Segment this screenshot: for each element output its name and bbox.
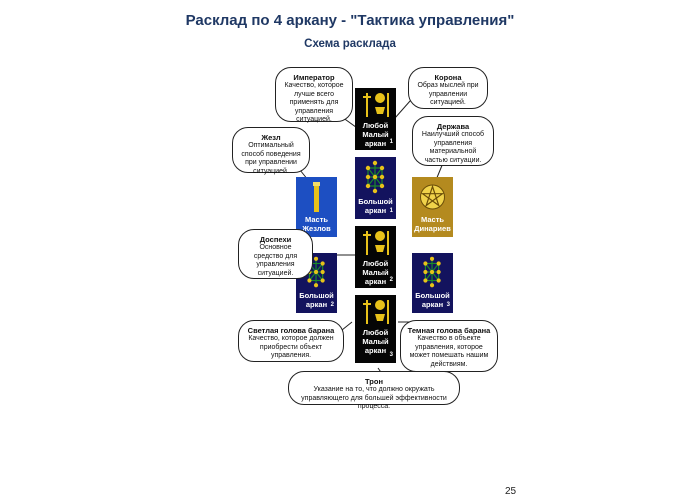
card-suit-pentacles[interactable]: Масть Динариев [412,177,453,237]
callout-title: Светлая голова барана [247,326,335,335]
callout-crown: Корона Образ мыслей при управлении ситуа… [408,67,488,109]
card-number: 2 [389,277,393,283]
callout-light-ram-head: Светлая голова барана Качество, которое … [238,320,344,362]
card-label-line2: аркан [364,206,387,215]
card-label-line1: Любой [362,328,389,337]
callout-throne: Трон Указание на то, что должно окружать… [288,371,460,410]
callout-title: Трон [365,377,383,386]
callout-dark-ram-head: Темная голова барана Качество в объекте … [400,320,498,372]
wand-icon [313,182,320,212]
card-major-arcana-1[interactable]: Большой аркан 1 [355,157,396,219]
callout-text: Качество, которое лучше всего применять … [284,82,344,123]
tree-of-life-icon [365,160,385,194]
lesser-arcana-icon [363,300,389,324]
lesser-arcana-icon [363,231,389,255]
callout-title: Корона [434,73,462,82]
callout-text: Основное средство для управления ситуаци… [253,244,298,277]
card-suit-wands[interactable]: Масть Жезлов [296,177,337,237]
card-label-line1: Любой [362,259,389,268]
callout-wand: Жезл Оптимальный способ поведения при уп… [232,127,310,175]
card-label-line2: Малый [362,268,389,277]
card-number: 2 [330,302,334,308]
card-label-line3: аркан [364,346,387,355]
callout-title: Император [293,73,335,82]
callout-text: Образ мыслей при управлении ситуацией. [417,82,479,106]
card-major-arcana-3[interactable]: Большой аркан 3 [412,253,453,313]
callout-title: Доспехи [259,235,292,244]
page-number: 25 [505,486,517,497]
card-label-line2: аркан [305,300,328,309]
callout-title: Темная голова барана [407,326,491,335]
card-lesser-arcana-3[interactable]: Любой Малый аркан 3 [355,295,396,363]
card-number: 3 [446,302,450,308]
card-label-line1: Масть [305,215,328,224]
card-label-line2: Жезлов [302,224,331,233]
callout-text: Качество, которое должен приобрести объе… [248,335,334,359]
card-label-line2: Динариев [414,224,451,233]
callout-text: Качество в объекте управления, которое м… [409,335,489,368]
card-number: 1 [389,139,393,145]
callout-orb: Держава Наилучший способ управления мате… [412,116,494,166]
callout-title: Жезл [261,133,281,142]
page-subtitle: Схема расклада [304,38,396,50]
callout-text: Указание на то, что должно окружать упра… [301,386,447,410]
lesser-arcana-icon [363,93,389,117]
card-label-line3: аркан [364,139,387,148]
card-label-line1: Большой [358,197,393,206]
page-title: Расклад по 4 аркану - "Тактика управлени… [185,12,515,29]
callout-text: Наилучший способ управления материальной… [421,131,485,164]
card-lesser-arcana-2[interactable]: Любой Малый аркан 2 [355,226,396,288]
tree-of-life-icon [423,256,441,288]
callout-armor: Доспехи Основное средство для управления… [238,229,313,279]
pentacle-icon [420,184,445,210]
card-label-line2: Малый [362,337,389,346]
card-lesser-arcana-1[interactable]: Любой Малый аркан 1 [355,88,396,150]
card-number: 1 [389,208,393,214]
card-label-line3: аркан [364,277,387,286]
card-label-line2: Малый [362,130,389,139]
card-label-line1: Большой [415,291,450,300]
callout-text: Оптимальный способ поведения при управле… [241,142,301,175]
card-label-line2: аркан [421,300,444,309]
callout-emperor: Император Качество, которое лучше всего … [275,67,353,123]
card-label-line1: Масть [421,215,444,224]
card-label-line1: Любой [362,121,389,130]
card-number: 3 [389,352,393,358]
callout-line-light-ram [341,321,353,331]
callout-title: Держава [436,122,470,131]
card-label-line1: Большой [299,291,334,300]
